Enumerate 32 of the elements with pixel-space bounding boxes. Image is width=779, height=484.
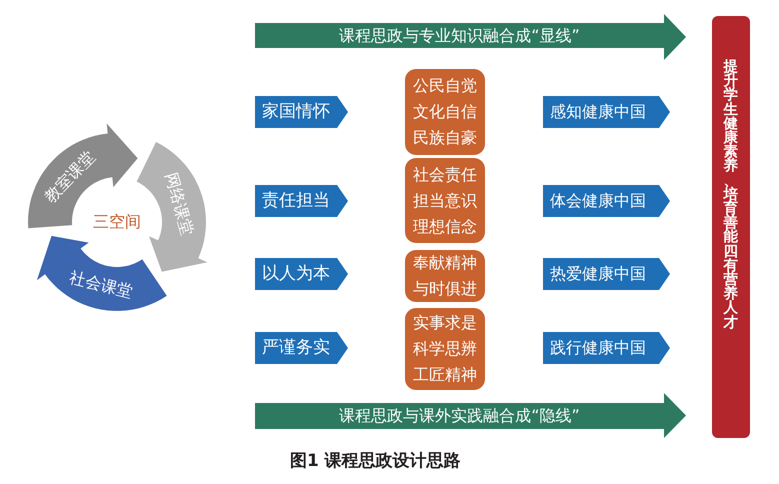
rounded-panel	[405, 250, 485, 302]
value-text: 社会责任	[413, 164, 477, 186]
figure-caption: 图1 课程思政设计思路	[290, 453, 461, 470]
value-text: 科学思辨	[413, 338, 477, 360]
band-label: 课程思政与课外实践融合成“隐线”	[339, 408, 580, 424]
banner-text: 提升学生健康素养、培育善能四有营养人才	[724, 60, 738, 330]
cycle-label: 教室课堂	[42, 148, 98, 206]
value-text: 理想信念	[413, 216, 477, 238]
center-label: 三空间	[93, 214, 141, 230]
rounded-panel	[405, 69, 485, 155]
goal-label: 感知健康中国	[550, 104, 646, 120]
value-text: 担当意识	[413, 190, 477, 212]
goal-label: 热爱健康中国	[550, 266, 646, 282]
theme-label: 家国情怀	[262, 104, 330, 120]
rounded-panel	[405, 158, 485, 243]
theme-label: 以人为本	[262, 266, 330, 282]
cycle-label: 网络课堂	[162, 171, 196, 238]
vertical-banner	[712, 16, 750, 438]
value-text: 实事求是	[413, 312, 477, 334]
goal-label: 体会健康中国	[550, 193, 646, 209]
goal-label: 践行健康中国	[550, 340, 646, 356]
theme-label: 责任担当	[262, 192, 330, 210]
value-text: 奉献精神	[413, 252, 477, 274]
value-text: 民族自豪	[413, 127, 477, 149]
value-text: 文化自信	[413, 101, 477, 123]
theme-label: 严谨务实	[262, 340, 330, 356]
cycle-label: 社会课堂	[68, 270, 134, 301]
rounded-panel	[405, 308, 485, 390]
band-label: 课程思政与专业知识融合成“显线”	[339, 28, 580, 44]
value-text: 与时俱进	[413, 278, 477, 300]
value-text: 公民自觉	[413, 75, 477, 97]
value-text: 工匠精神	[413, 364, 477, 386]
